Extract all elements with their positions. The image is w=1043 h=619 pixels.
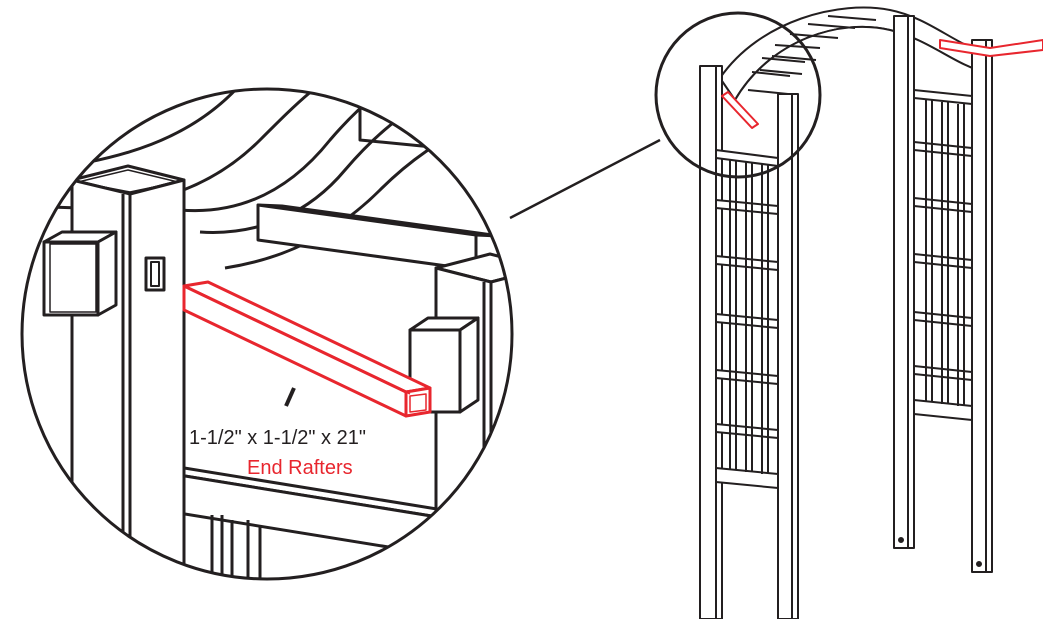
right-arbor-post — [893, 15, 993, 573]
leader-line — [284, 387, 296, 407]
arbor-end-rafters — [721, 39, 1043, 129]
rafter-back — [358, 100, 497, 154]
zoom-connector — [509, 138, 661, 220]
part-name-label: End Rafters — [247, 457, 353, 479]
detail-view — [29, 89, 512, 579]
arch-top — [719, 6, 986, 101]
dimension-label: 1-1/2" x 1-1/2" x 21" — [189, 427, 366, 449]
left-arbor-post — [699, 65, 799, 619]
left-bracket — [42, 230, 118, 317]
detail-circle — [20, 87, 514, 581]
end-rafter-highlight — [182, 280, 432, 418]
zoom-source-circle — [654, 11, 822, 179]
arbor-overview — [699, 6, 1043, 619]
